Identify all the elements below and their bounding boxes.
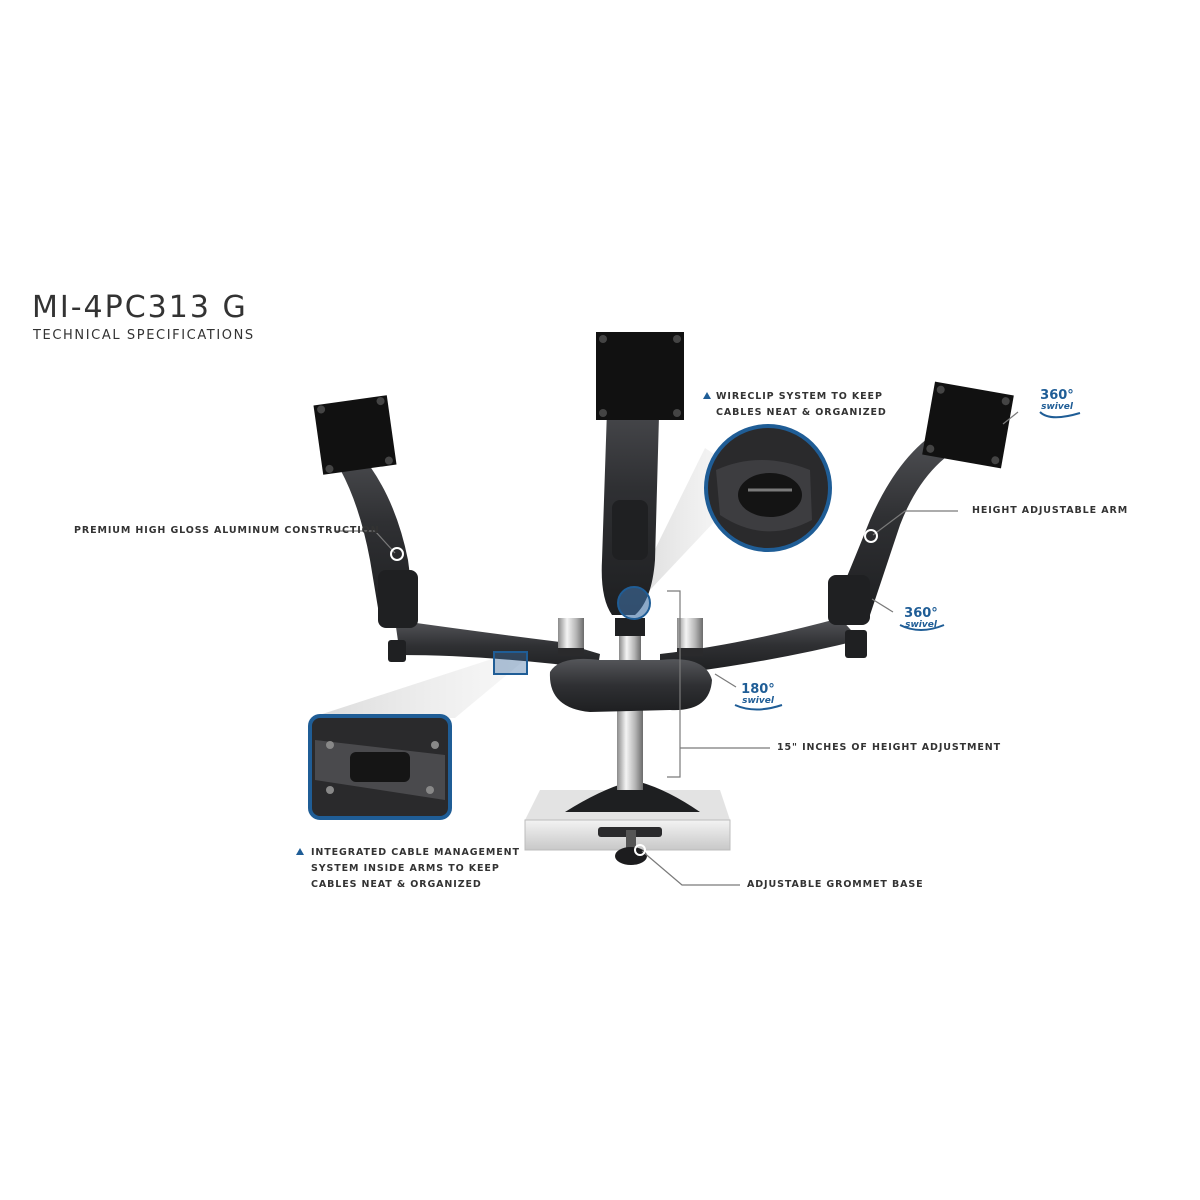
vesa-plate-left [313, 395, 397, 475]
pivot-post-left [558, 618, 584, 656]
swivel-arrows [734, 411, 1081, 711]
swivel-badge-mid-right: 360° swivel [896, 604, 946, 630]
triangle-icon [703, 392, 711, 399]
swivel-label: swivel [742, 696, 774, 706]
vesa-plate-center [596, 332, 684, 420]
swivel-label: swivel [1041, 402, 1073, 412]
callout-height-arm: HEIGHT ADJUSTABLE ARM [972, 505, 1129, 516]
hub-plate [549, 658, 712, 712]
swivel-degrees: 360° [1040, 388, 1074, 403]
swivel-badge-top-right: 360° swivel [1032, 386, 1082, 412]
wireclip-zoom [704, 424, 832, 552]
page-title: MI-4PC313 G [32, 290, 248, 325]
right-arm-lower [660, 618, 860, 672]
swivel-badge-lower: 180° swivel [733, 680, 783, 706]
center-pole [617, 705, 643, 790]
callout-cable-line1: INTEGRATED CABLE MANAGEMENT [311, 847, 520, 858]
callout-cable-management: INTEGRATED CABLE MANAGEMENT SYSTEM INSID… [311, 845, 520, 893]
swivel-degrees: 180° [741, 682, 775, 697]
grommet-base [565, 782, 700, 865]
left-arm-lower [395, 620, 600, 672]
callout-cable-line2: SYSTEM INSIDE ARMS TO KEEP [311, 863, 500, 874]
cable-marker [493, 651, 528, 675]
callout-grommet: ADJUSTABLE GROMMET BASE [747, 879, 924, 890]
pivot-post-right [677, 618, 703, 656]
callout-height-adjustment: 15" INCHES OF HEIGHT ADJUSTMENT [777, 742, 1001, 753]
triangle-icon [296, 848, 304, 855]
callout-aluminum: PREMIUM HIGH GLOSS ALUMINUM CONSTRUCTION [74, 525, 380, 536]
leader-lines [335, 411, 1019, 886]
callout-cable-line3: CABLES NEAT & ORGANIZED [311, 879, 482, 890]
right-arm-upper [835, 420, 975, 615]
page-subtitle: TECHNICAL SPECIFICATIONS [33, 328, 255, 343]
callout-wireclip: WIRECLIP SYSTEM TO KEEP CABLES NEAT & OR… [716, 389, 887, 421]
wireclip-marker [617, 586, 651, 620]
cable-zoom [308, 714, 452, 820]
vesa-plate-right [922, 381, 1014, 469]
callout-wireclip-line1: WIRECLIP SYSTEM TO KEEP [716, 391, 883, 402]
callout-wireclip-line2: CABLES NEAT & ORGANIZED [716, 407, 887, 418]
swivel-label: swivel [905, 620, 937, 630]
swivel-degrees: 360° [904, 606, 938, 621]
zoom-beam-cable [310, 658, 527, 718]
